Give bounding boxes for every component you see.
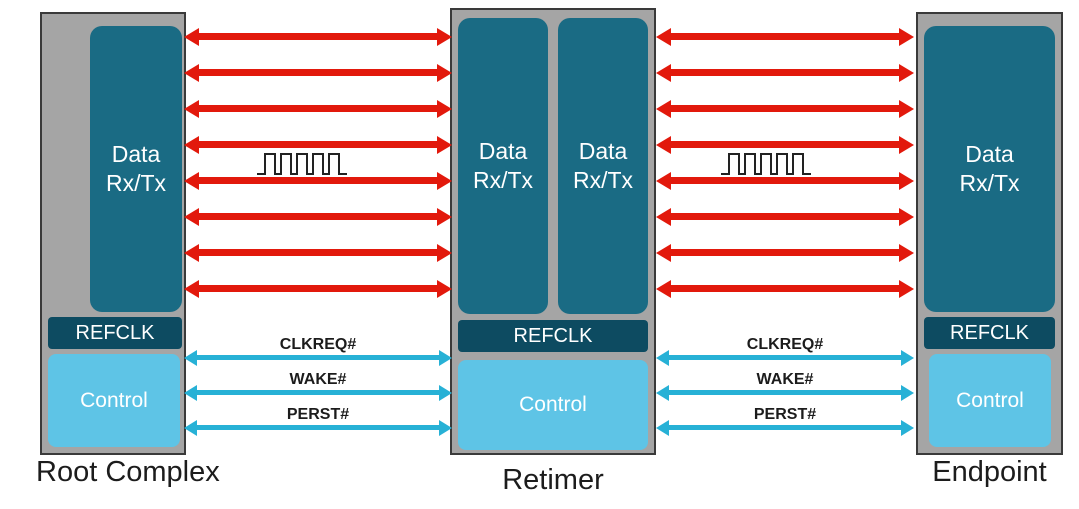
lane-arrows-root-to-retimer bbox=[184, 33, 452, 295]
endpoint-data-rxtx-block: Data Rx/Tx bbox=[924, 26, 1055, 312]
retimer-box: Data Rx/Tx Data Rx/Tx REFCLK Control bbox=[450, 8, 656, 455]
endpoint-caption: Endpoint bbox=[932, 456, 1047, 488]
pcie-lane-arrow bbox=[199, 141, 437, 148]
retimer-data-rxtx-block-left: Data Rx/Tx bbox=[458, 18, 548, 314]
data-rxtx-label-line2: Rx/Tx bbox=[472, 167, 534, 193]
wake-label: WAKE# bbox=[756, 371, 814, 388]
lane-arrows-retimer-to-endpoint bbox=[656, 33, 914, 295]
retimer-data-rxtx-block-right: Data Rx/Tx bbox=[558, 18, 648, 314]
wake-signal-left: WAKE# bbox=[184, 372, 452, 412]
pcie-lane-arrow bbox=[199, 249, 437, 256]
perst-arrow bbox=[197, 425, 439, 430]
pcie-lane-arrow bbox=[671, 105, 899, 112]
pcie-lane-arrow bbox=[671, 33, 899, 40]
retimer-control-block: Control bbox=[458, 360, 648, 450]
wake-arrow bbox=[669, 390, 901, 395]
endpoint-refclk-bar: REFCLK bbox=[924, 317, 1055, 349]
perst-signal-left: PERST# bbox=[184, 407, 452, 447]
pcie-lane-arrow bbox=[199, 69, 437, 76]
data-rxtx-label-line2: Rx/Tx bbox=[572, 167, 634, 193]
perst-signal-right: PERST# bbox=[656, 407, 914, 447]
root-complex-box: Data Rx/Tx REFCLK Control bbox=[40, 12, 186, 455]
clkreq-arrow bbox=[669, 355, 901, 360]
endpoint-control-block: Control bbox=[929, 354, 1051, 447]
pcie-lane-arrow bbox=[671, 141, 899, 148]
pcie-lane-arrow bbox=[199, 213, 437, 220]
data-rxtx-label-line1: Data bbox=[478, 138, 528, 165]
pcie-lane-arrow bbox=[671, 177, 899, 184]
data-rxtx-label-line2: Rx/Tx bbox=[105, 170, 167, 196]
pcie-lane-arrow bbox=[199, 177, 437, 184]
clkreq-label: CLKREQ# bbox=[279, 336, 357, 353]
pcie-lane-arrow bbox=[199, 285, 437, 292]
data-rxtx-label-line1: Data bbox=[111, 141, 161, 168]
wake-label: WAKE# bbox=[289, 371, 347, 388]
clkreq-label: CLKREQ# bbox=[746, 336, 824, 353]
clkreq-signal-left: CLKREQ# bbox=[184, 337, 452, 377]
data-rxtx-label-line1: Data bbox=[578, 138, 628, 165]
retimer-refclk-bar: REFCLK bbox=[458, 320, 648, 352]
retimer-caption: Retimer bbox=[502, 464, 604, 496]
perst-label: PERST# bbox=[753, 406, 817, 423]
clkreq-arrow bbox=[197, 355, 439, 360]
pcie-lane-arrow bbox=[671, 213, 899, 220]
pcie-lane-arrow bbox=[199, 105, 437, 112]
square-wave-icon bbox=[257, 153, 347, 175]
pcie-lane-arrow bbox=[671, 249, 899, 256]
pcie-lane-arrow bbox=[671, 69, 899, 76]
data-rxtx-label-line2: Rx/Tx bbox=[959, 170, 1020, 196]
root-complex-caption: Root Complex bbox=[36, 456, 220, 488]
root-control-block: Control bbox=[48, 354, 180, 447]
perst-arrow bbox=[669, 425, 901, 430]
pcie-lane-arrow bbox=[199, 33, 437, 40]
square-wave-icon bbox=[721, 153, 811, 175]
perst-label: PERST# bbox=[286, 406, 350, 423]
data-rxtx-label-line1: Data bbox=[965, 141, 1014, 168]
wake-arrow bbox=[197, 390, 439, 395]
root-refclk-bar: REFCLK bbox=[48, 317, 182, 349]
endpoint-box: Data Rx/Tx REFCLK Control bbox=[916, 12, 1063, 455]
wake-signal-right: WAKE# bbox=[656, 372, 914, 412]
clkreq-signal-right: CLKREQ# bbox=[656, 337, 914, 377]
root-data-rxtx-block: Data Rx/Tx bbox=[90, 26, 182, 312]
pcie-lane-arrow bbox=[671, 285, 899, 292]
